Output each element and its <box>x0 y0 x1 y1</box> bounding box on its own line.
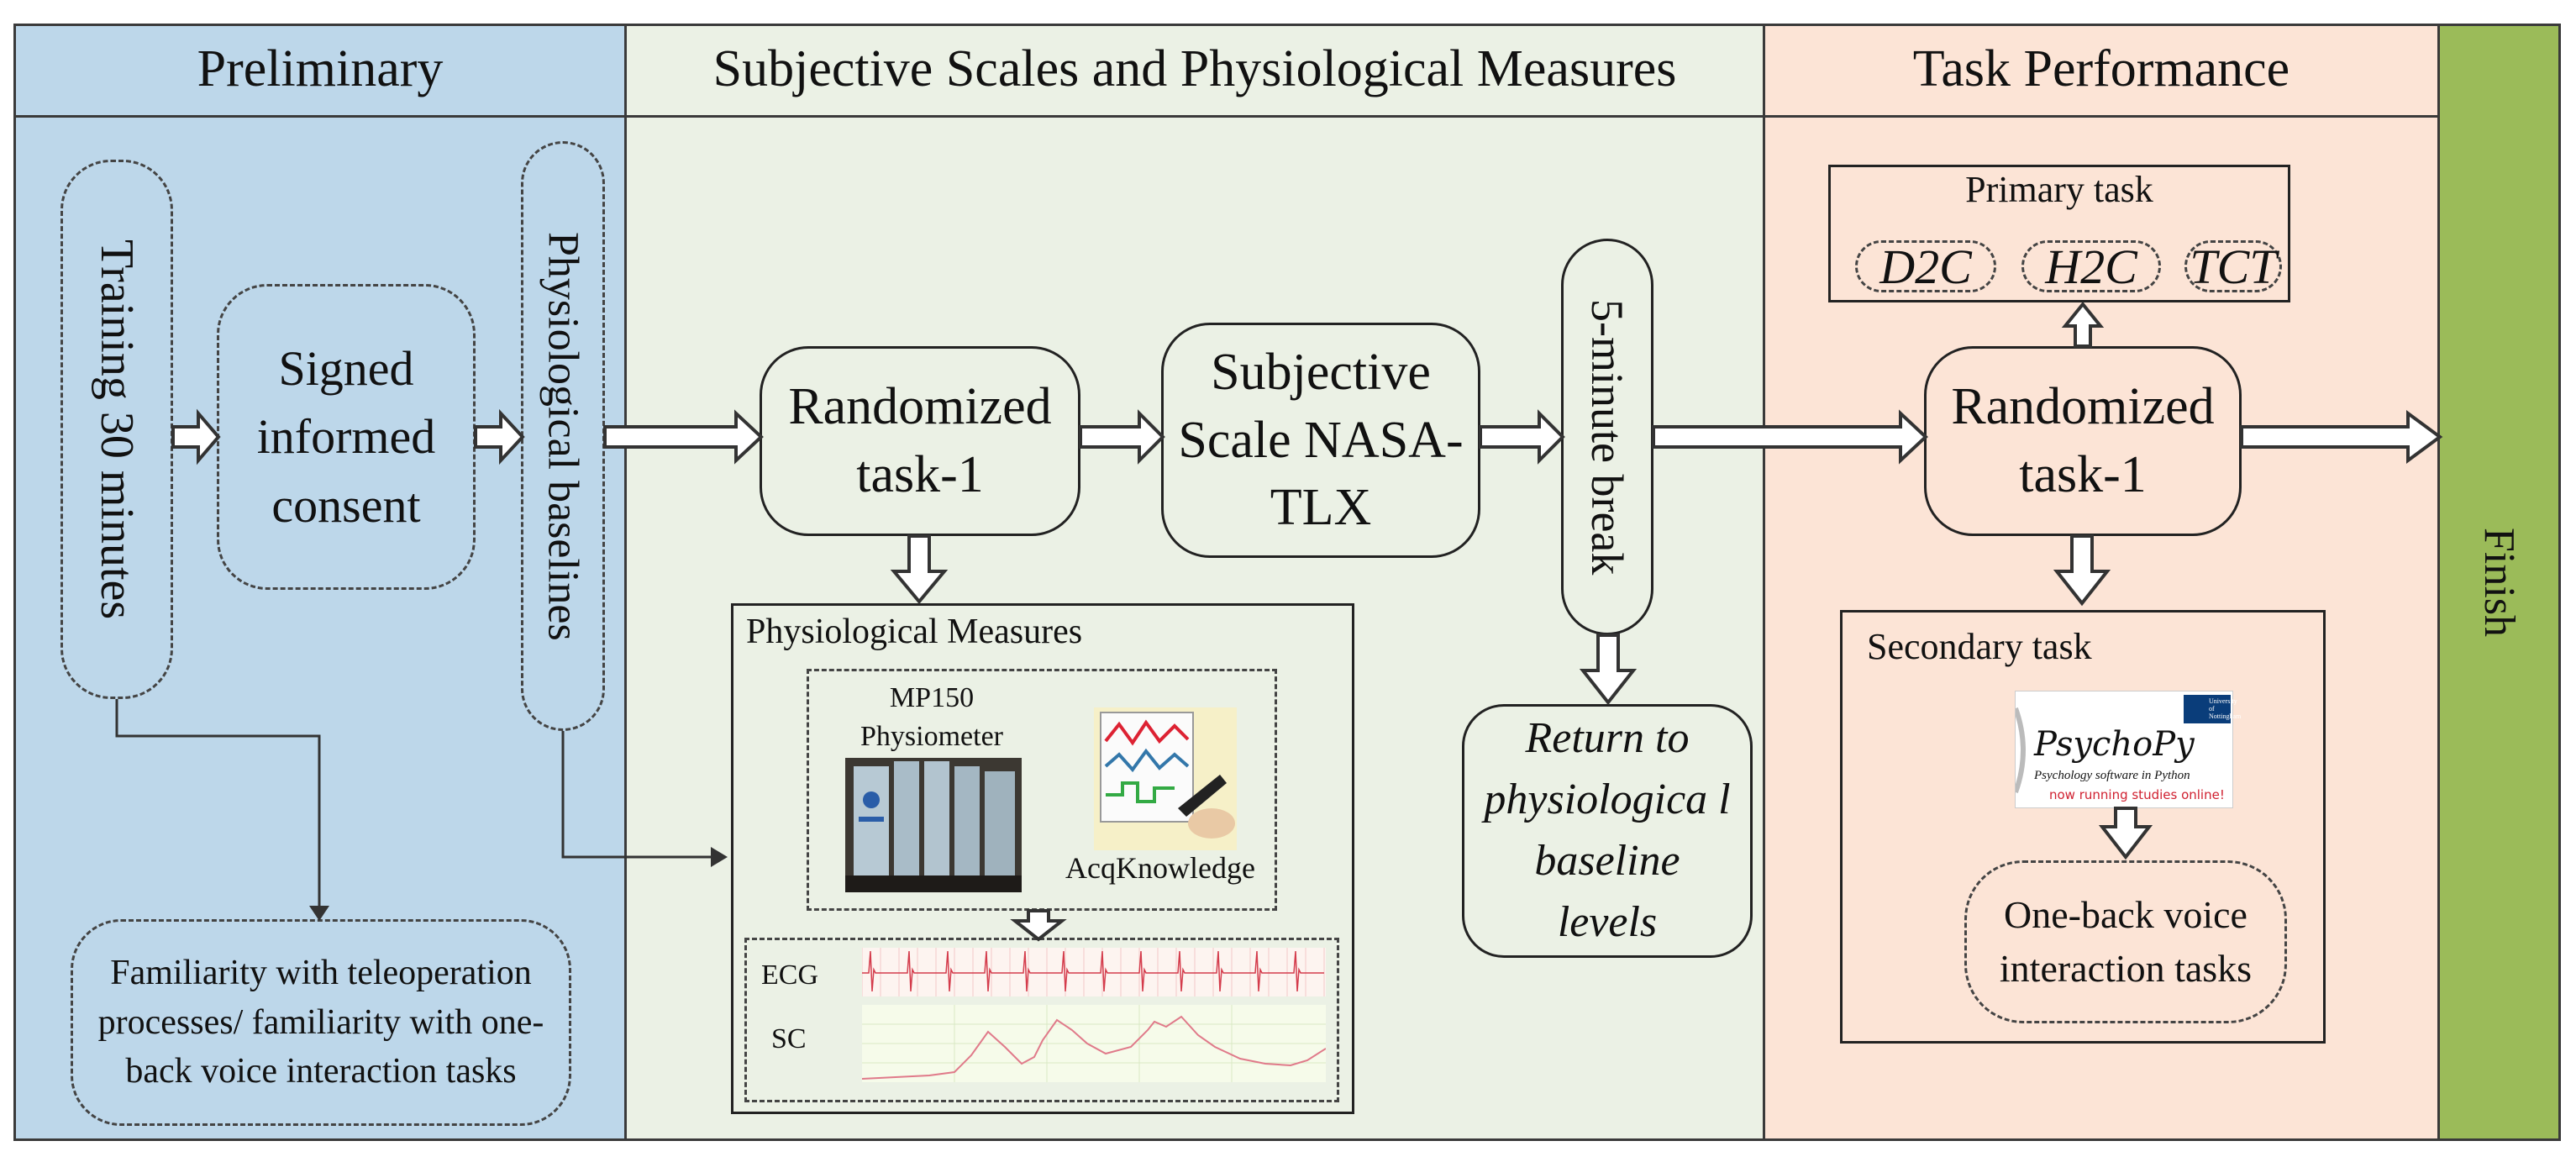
signals-dashed-box <box>744 938 1339 1102</box>
physio-measures-title: Physiological Measures <box>746 613 1083 651</box>
ecg-trace <box>861 948 1326 996</box>
one-back-box: One-back voice interaction tasks <box>1964 860 2287 1023</box>
primary-item-d2c: D2C <box>1855 239 1996 294</box>
arrow-break-return <box>1579 634 1638 706</box>
preliminary-header: Preliminary <box>13 24 627 118</box>
connector-training-familiarity <box>115 699 321 907</box>
ecg-label: ECG <box>761 960 818 991</box>
consent-box: Signed informed consent <box>217 284 476 590</box>
arrow-baselines-task <box>603 409 764 465</box>
arrow-scale-break <box>1479 409 1565 465</box>
acqknowledge-icon <box>1094 707 1237 850</box>
physio-measures-panel <box>731 603 1354 1114</box>
primary-task-box <box>1828 165 2290 302</box>
mp150-device-image <box>845 758 1022 892</box>
arrow-task2-secondary <box>2053 534 2111 607</box>
arrow-task2-primary <box>2061 301 2105 348</box>
connector-baselines-physio <box>561 731 712 859</box>
sc-label: SC <box>771 1023 807 1054</box>
mp150-label: MP150 Physiometer <box>860 682 1003 752</box>
secondary-task-box <box>1840 610 2326 1044</box>
arrow-consent-baselines <box>474 408 525 465</box>
arrow-task2-finish <box>2240 410 2443 464</box>
arrow-training-consent <box>171 408 221 465</box>
finish-label: Finish <box>2475 527 2523 638</box>
subjective-header: Subjective Scales and Physiological Meas… <box>624 24 1765 118</box>
sc-trace <box>861 1005 1327 1082</box>
finish-panel <box>2437 24 2561 1141</box>
primary-item-tct: TCT <box>2184 239 2282 294</box>
arrow-devices-signals <box>1010 909 1067 942</box>
psychopy-logo: University of Nottingham PsychoPy Psycho… <box>2015 691 2241 808</box>
task-performance-header: Task Performance <box>1763 24 2440 118</box>
subjective-scale-box: Subjective Scale NASA-TLX <box>1161 323 1480 558</box>
primary-item-h2c: H2C <box>2021 239 2161 294</box>
secondary-task-title: Secondary task <box>1867 626 2092 667</box>
task-performance-panel <box>1763 24 2440 1141</box>
arrow-task-scale <box>1079 409 1165 465</box>
return-baseline-box: Return to physiologica l baseline levels <box>1462 704 1753 958</box>
familiarity-box: Familiarity with teleoperation processes… <box>71 919 571 1126</box>
arrow-task-physio <box>890 534 949 605</box>
arrow-break-task2 <box>1652 409 1928 465</box>
acqknowledge-label: AcqKnowledge <box>1065 851 1255 885</box>
primary-task-title: Primary task <box>1965 169 2153 210</box>
arrow-psychopy-oneback <box>2098 807 2153 860</box>
